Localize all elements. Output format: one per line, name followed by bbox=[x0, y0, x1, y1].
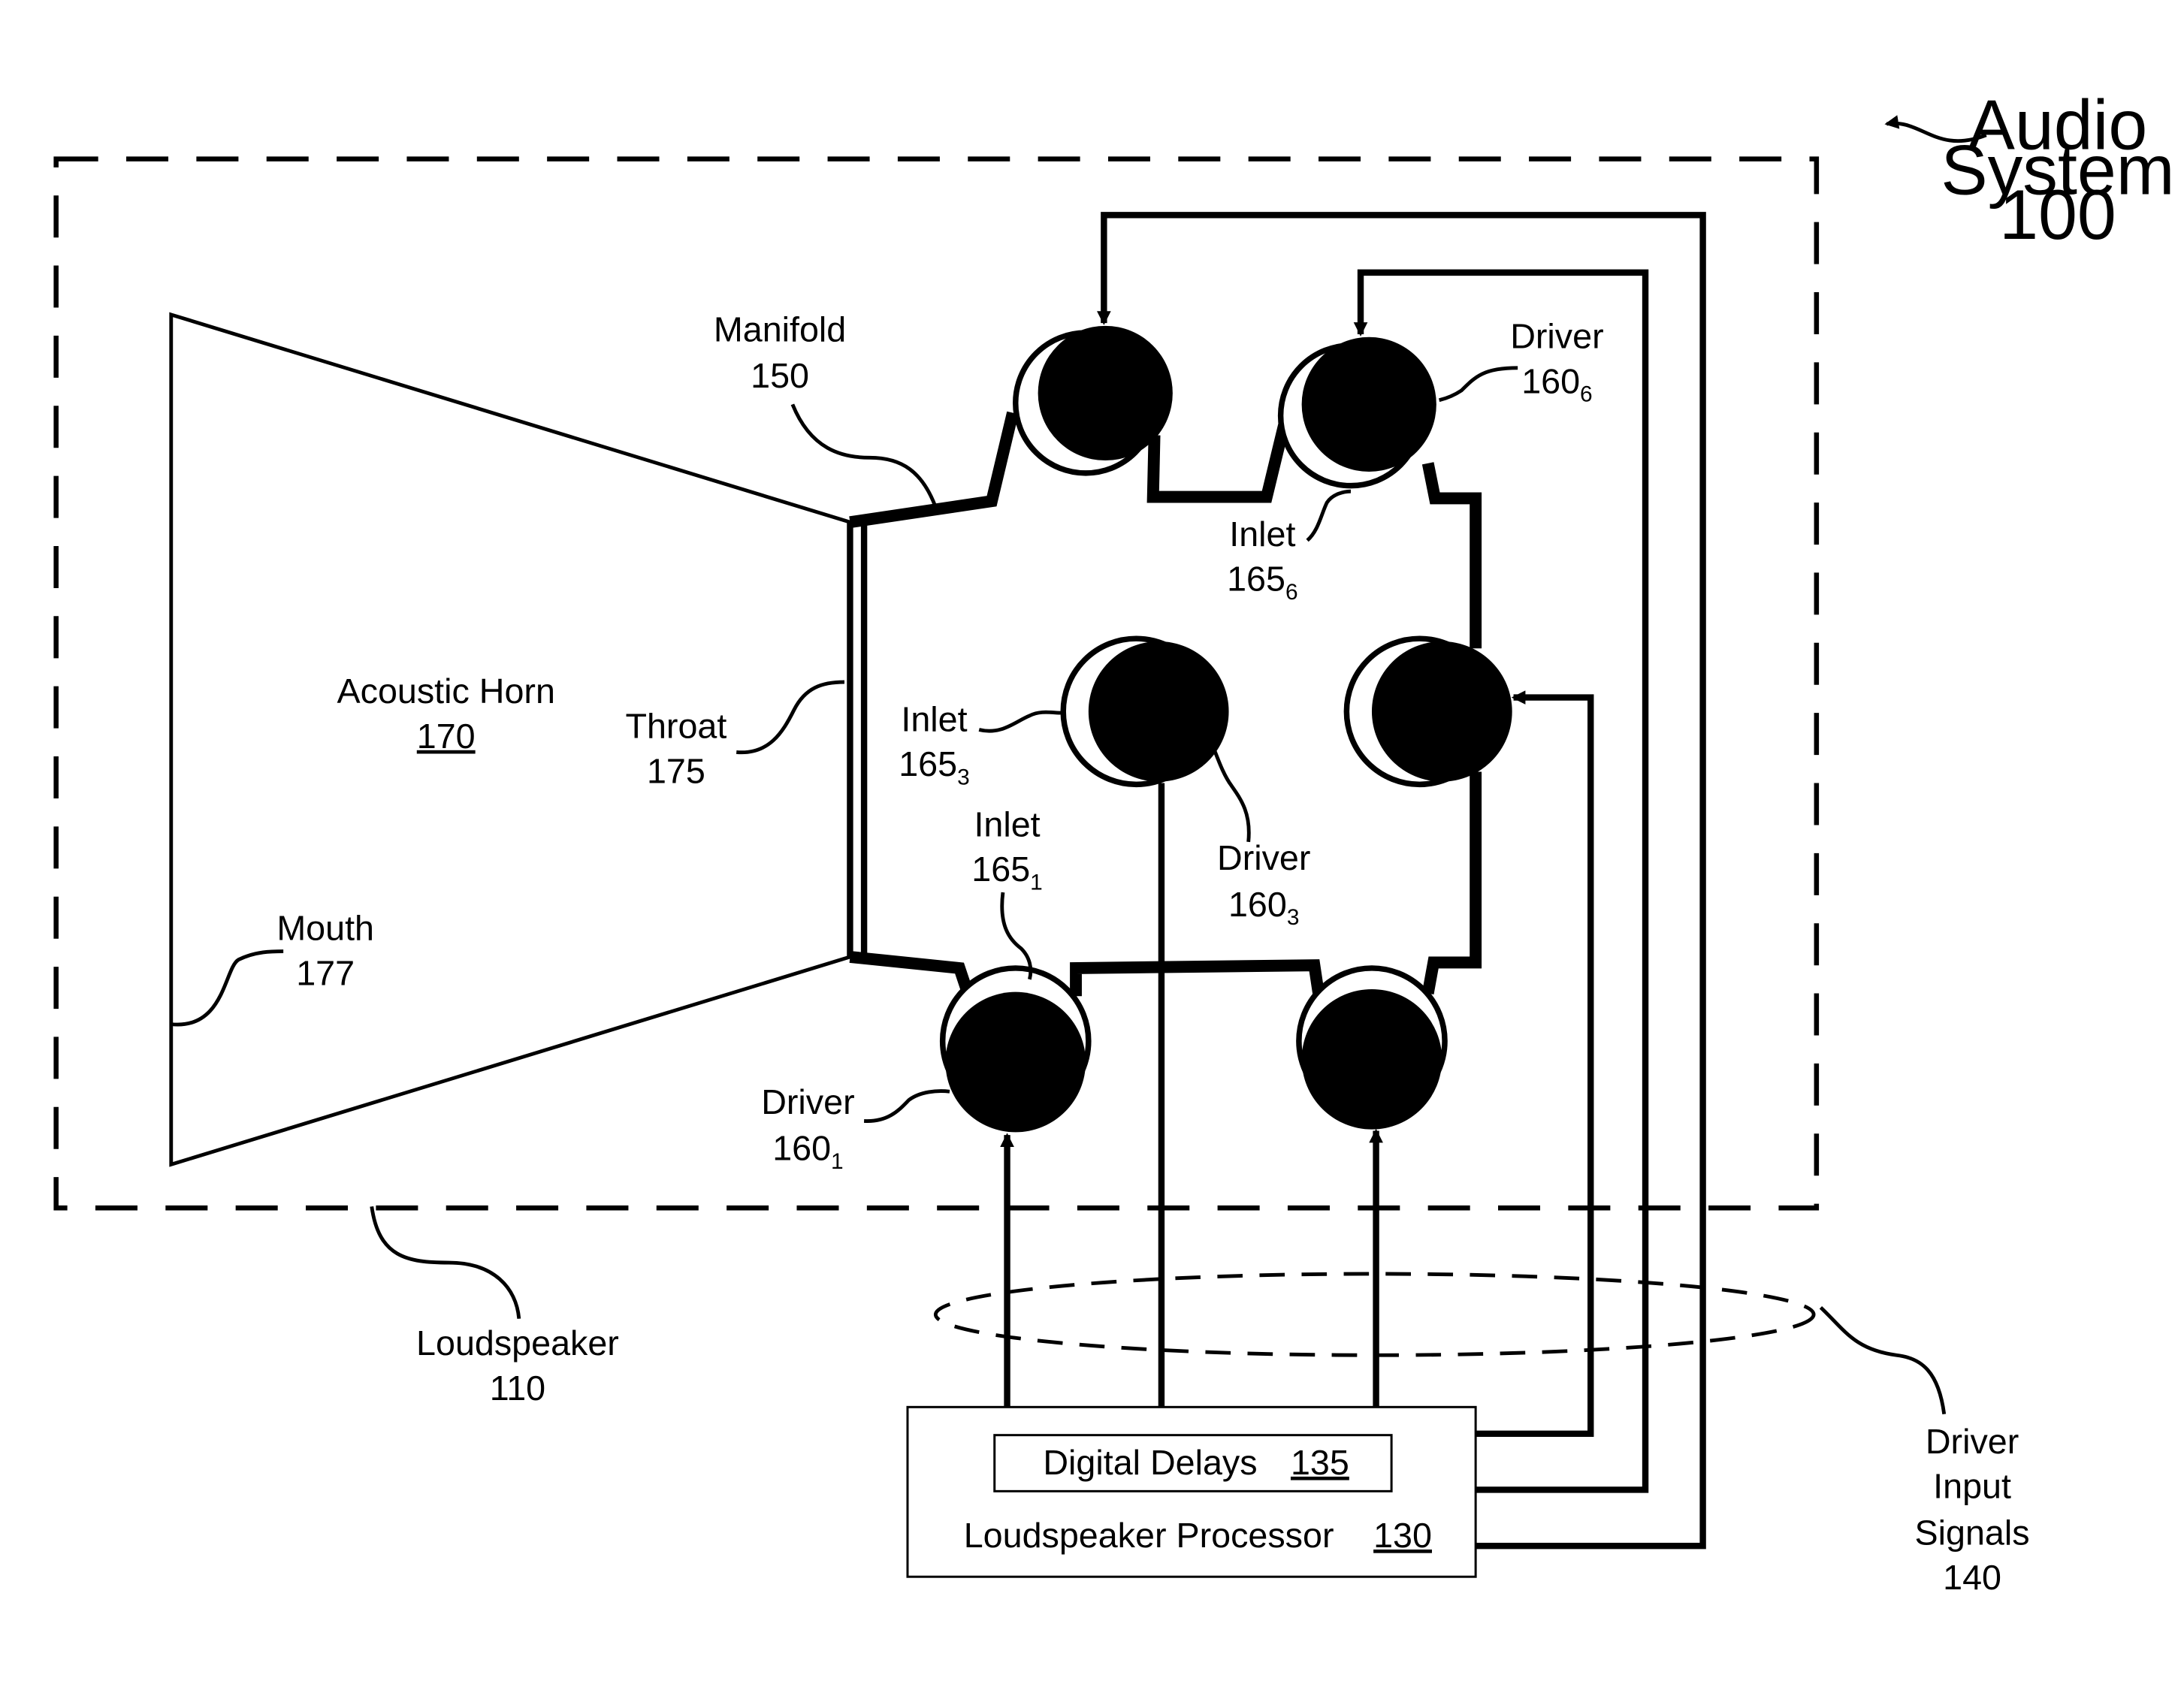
throat-label: Throat bbox=[625, 707, 726, 746]
label-mouth: Mouth 177 bbox=[276, 909, 374, 993]
driver-160-5 bbox=[1343, 635, 1512, 788]
driver-1-label: Driver bbox=[761, 1082, 854, 1121]
driver-1-number: 1601 bbox=[772, 1129, 843, 1174]
manifold-label: Manifold bbox=[714, 309, 846, 349]
label-driver-input-signals: Driver Input Signals 140 bbox=[1915, 1422, 2030, 1597]
label-audio-system: Audio System 100 bbox=[1941, 86, 2174, 254]
driver-160-2 bbox=[1296, 965, 1448, 1130]
label-driver-6: Driver 1606 bbox=[1510, 317, 1603, 407]
driver-6-label: Driver bbox=[1510, 317, 1603, 356]
label-processor: Loudspeaker Processor 130 bbox=[964, 1516, 1432, 1555]
label-manifold: Manifold 150 bbox=[714, 309, 846, 395]
label-inlet-1: Inlet 1651 bbox=[971, 804, 1042, 895]
driver-160-3 bbox=[1060, 635, 1229, 788]
audio-system-label-line1: Audio bbox=[1968, 86, 2148, 164]
digital-delays-box bbox=[993, 1434, 1393, 1492]
driver-input-signals-line2: Input bbox=[1933, 1467, 2011, 1506]
throat-number: 175 bbox=[647, 751, 705, 790]
manifold-outline bbox=[849, 408, 1482, 997]
acoustic-horn-number: 170 bbox=[417, 717, 476, 756]
label-inlet-6: Inlet 1656 bbox=[1227, 515, 1297, 605]
mouth-number: 177 bbox=[296, 953, 355, 992]
driver-3-label: Driver bbox=[1217, 838, 1310, 877]
digital-delays-label: Digital Delays bbox=[1043, 1443, 1257, 1482]
manifold-number: 150 bbox=[751, 356, 809, 395]
driver-input-signals-line1: Driver bbox=[1926, 1422, 2019, 1461]
inlet-1-number: 1651 bbox=[971, 850, 1042, 895]
driver-input-signals-number: 140 bbox=[1943, 1558, 2001, 1597]
audio-system-label-line2: System bbox=[1941, 130, 2174, 209]
label-acoustic-horn: Acoustic Horn 170 bbox=[337, 671, 555, 756]
driver-6-number: 1606 bbox=[1521, 361, 1592, 406]
inlet-1-label: Inlet bbox=[974, 804, 1040, 843]
mouth-label: Mouth bbox=[276, 909, 374, 948]
driver-input-signals-ellipse bbox=[933, 1272, 1816, 1357]
processor-label: Loudspeaker Processor bbox=[964, 1516, 1334, 1555]
throat bbox=[847, 519, 868, 960]
driver-input-signals-line3: Signals bbox=[1915, 1513, 2030, 1552]
driver-160-4 bbox=[1013, 325, 1173, 476]
processor-number: 130 bbox=[1373, 1516, 1432, 1555]
label-loudspeaker: Loudspeaker 110 bbox=[416, 1323, 619, 1408]
leader-lines bbox=[171, 115, 1987, 1414]
label-throat: Throat 175 bbox=[625, 707, 726, 791]
loudspeaker-boundary bbox=[53, 156, 1820, 1211]
driver-160-1 bbox=[939, 965, 1092, 1133]
loudspeaker-number: 110 bbox=[490, 1369, 545, 1408]
inlet-6-number: 1656 bbox=[1227, 560, 1297, 605]
driver-160-6 bbox=[1277, 336, 1436, 489]
loudspeaker-label: Loudspeaker bbox=[416, 1323, 619, 1363]
label-driver-3: Driver 1603 bbox=[1217, 838, 1310, 930]
label-driver-1: Driver 1601 bbox=[761, 1082, 854, 1174]
audio-system-number: 100 bbox=[1999, 175, 2116, 254]
label-inlet-3: Inlet 1653 bbox=[899, 699, 969, 789]
inlet-3-number: 1653 bbox=[899, 744, 969, 789]
driver-3-number: 1603 bbox=[1228, 885, 1299, 930]
label-digital-delays: Digital Delays 135 bbox=[1043, 1443, 1349, 1482]
acoustic-horn-outline bbox=[169, 312, 852, 1167]
inlet-3-label: Inlet bbox=[901, 699, 967, 738]
acoustic-horn-label: Acoustic Horn bbox=[337, 671, 555, 711]
inlet-6-label: Inlet bbox=[1229, 515, 1295, 554]
driver-signal-lines bbox=[1000, 212, 1706, 1550]
digital-delays-number: 135 bbox=[1291, 1443, 1349, 1482]
